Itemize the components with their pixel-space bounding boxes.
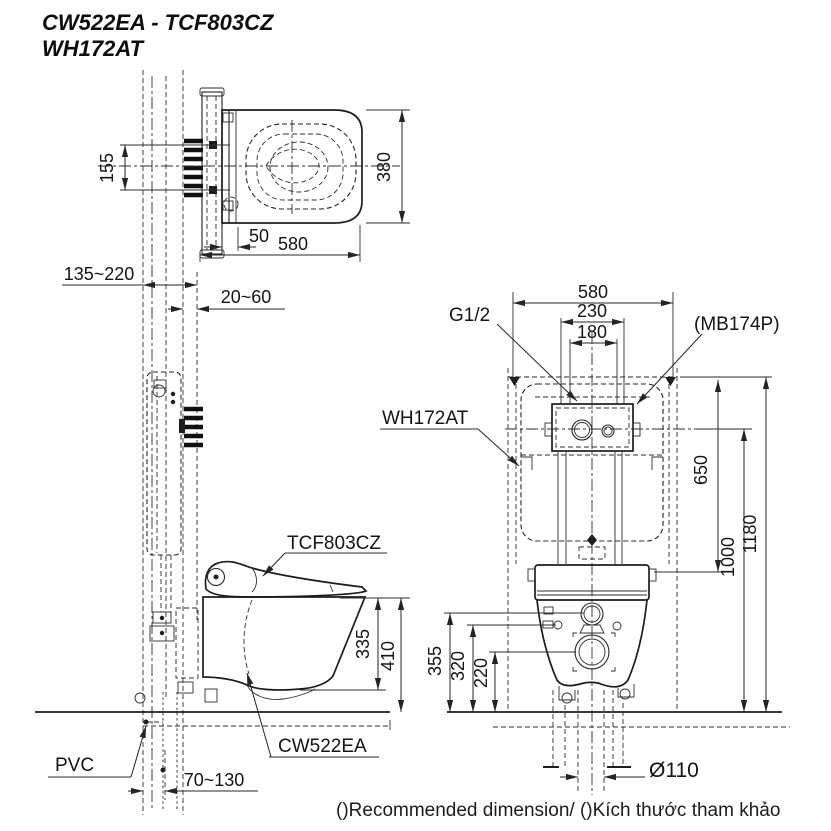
label-pvc-text: PVC xyxy=(55,755,94,776)
label-pvc: PVC xyxy=(48,725,147,778)
dim-1180: 1180 xyxy=(740,377,770,712)
dim-320-text: 320 xyxy=(448,651,468,681)
dim-580-top-text: 580 xyxy=(278,234,308,254)
dim-650-text: 650 xyxy=(691,455,711,485)
dim-outlet-110-text: Ø110 xyxy=(649,759,699,782)
seat-front xyxy=(527,564,657,601)
dim-outlet-110: Ø110 xyxy=(560,759,699,782)
dim-1180-text: 1180 xyxy=(740,515,760,554)
dim-50: 50 xyxy=(204,226,269,251)
dim-20-60-text: 20~60 xyxy=(221,287,272,307)
side-view: 135~220 20~60 xyxy=(35,264,410,810)
mounting-plate-top xyxy=(199,87,225,259)
toilet-body-top-outline xyxy=(221,109,363,224)
in-wall-tank-front xyxy=(520,383,664,564)
supply-connector-hatch-side xyxy=(179,406,203,448)
dim-355-text: 355 xyxy=(425,646,445,676)
drawing-title: CW522EA - TCF803CZ WH172AT xyxy=(42,10,275,61)
dim-180: 180 xyxy=(569,322,618,404)
dim-230-text: 230 xyxy=(577,301,607,321)
bowl-side-profile xyxy=(202,596,367,703)
dim-355: 355 xyxy=(425,612,584,712)
flush-bend-fittings-side xyxy=(134,555,199,704)
dim-320: 320 xyxy=(448,624,556,712)
title-model-codes: CW522EA - TCF803CZ xyxy=(42,10,275,35)
dim-410-text: 410 xyxy=(378,641,398,671)
dim-650: 650 xyxy=(654,376,772,573)
seat-bowl-rings-top xyxy=(245,123,357,210)
label-g12-text: G1/2 xyxy=(449,305,490,326)
title-tank-code: WH172AT xyxy=(42,36,145,61)
drain-pipe-side xyxy=(143,692,178,810)
floor-lines-right xyxy=(447,711,790,728)
label-mb174p: (MB174P) xyxy=(636,314,780,405)
washlet-lid-side xyxy=(204,560,368,598)
dim-335: 335 xyxy=(300,597,410,691)
label-wh172at-text: WH172AT xyxy=(382,408,469,429)
dim-50-text: 50 xyxy=(249,226,269,246)
footnote-recommended-dimension: ()Recommended dimension/ ()Kích thước th… xyxy=(336,800,780,821)
frame-legs-and-drain xyxy=(543,690,631,793)
dim-220: 220 xyxy=(471,651,576,712)
label-tcf803cz: TCF803CZ xyxy=(262,533,387,577)
top-view: 155 380 50 580 xyxy=(97,87,410,262)
front-view: 580 230 180 G1/2 (MB174P) WH172AT xyxy=(380,282,790,795)
dim-220-text: 220 xyxy=(471,658,491,688)
dim-155-text: 155 xyxy=(97,153,117,183)
dim-335-text: 335 xyxy=(353,629,373,659)
dim-410: 410 xyxy=(378,598,405,712)
flush-plate xyxy=(544,403,641,452)
label-wh172at: WH172AT xyxy=(380,408,520,467)
dim-380-text: 380 xyxy=(374,152,394,182)
dim-580-front-text: 580 xyxy=(578,282,608,302)
label-mb174p-text: (MB174P) xyxy=(694,314,780,335)
label-cw522ea: CW522EA xyxy=(246,672,379,758)
dim-135-220-text: 135~220 xyxy=(64,264,135,284)
dim-70-130: 70~130 xyxy=(128,750,258,800)
wall-section-lines xyxy=(142,70,198,815)
dim-380: 380 xyxy=(366,109,410,224)
in-wall-tank-side xyxy=(146,371,182,556)
dim-135-220: 135~220 xyxy=(62,264,197,289)
dim-20-60: 20~60 xyxy=(168,287,285,313)
dim-155: 155 xyxy=(97,144,230,191)
dim-580-top: 580 xyxy=(199,225,361,262)
label-cw522ea-text: CW522EA xyxy=(278,736,367,757)
dim-230: 230 xyxy=(560,301,625,404)
label-g12: G1/2 xyxy=(449,305,578,402)
supply-connector-hatch-top xyxy=(184,138,203,198)
dim-1000: 1000 xyxy=(700,428,752,712)
dim-180-text: 180 xyxy=(577,322,607,342)
dim-70-130-text: 70~130 xyxy=(184,770,245,790)
floor-lines-left xyxy=(35,711,391,730)
bowl-front xyxy=(536,599,648,704)
wall-niche-outline xyxy=(507,368,678,711)
label-tcf803cz-text: TCF803CZ xyxy=(287,533,381,554)
dim-580-front: 580 xyxy=(512,282,674,378)
dim-1000-text: 1000 xyxy=(718,537,738,577)
